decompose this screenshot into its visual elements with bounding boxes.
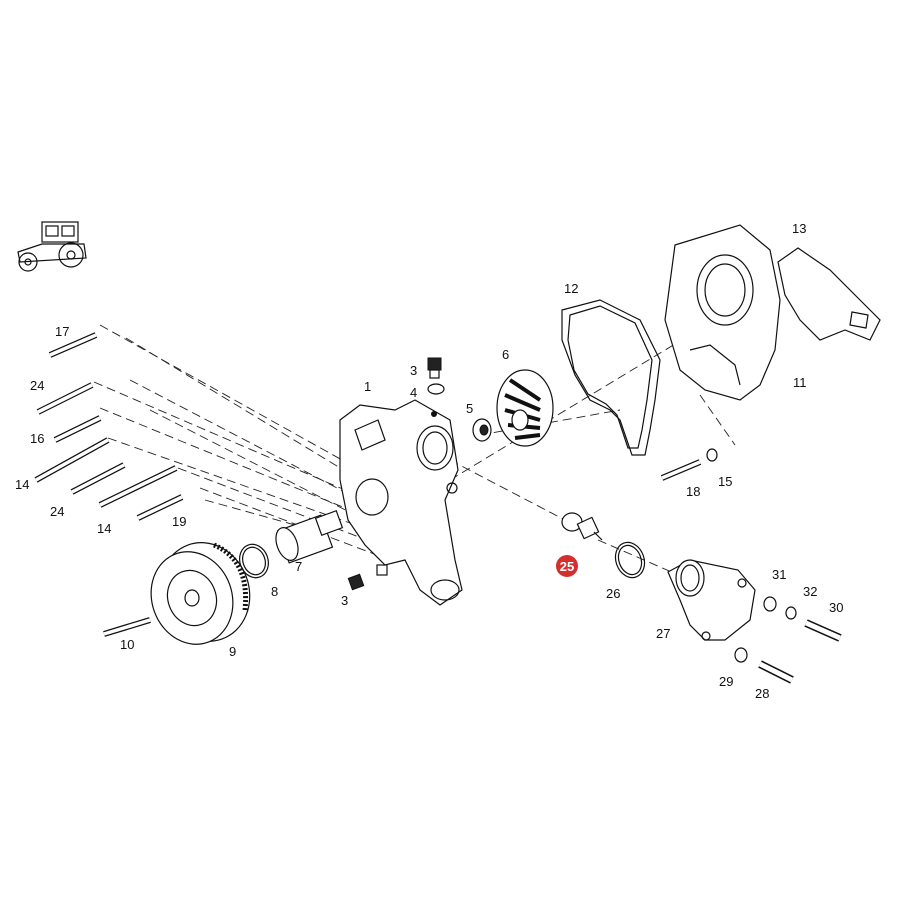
bolt-17	[48, 332, 98, 358]
washer-32	[785, 606, 797, 620]
shaft-7	[275, 510, 344, 564]
label-17: 17	[55, 324, 69, 339]
washer-29	[734, 647, 748, 663]
label-13: 13	[792, 221, 806, 236]
label-32: 32	[803, 584, 817, 599]
bolt-14-left	[34, 437, 110, 483]
label-6: 6	[502, 347, 509, 362]
highlight-badge-25: 25	[556, 555, 578, 577]
label-15: 15	[718, 474, 732, 489]
impeller-6	[496, 369, 554, 447]
label-28: 28	[755, 686, 769, 701]
label-1: 1	[364, 379, 371, 394]
label-12: 12	[564, 281, 578, 296]
gasket-12	[561, 299, 661, 456]
tractor-icon	[17, 221, 87, 272]
bolt-14-mid	[98, 465, 178, 508]
washer-31	[763, 596, 777, 612]
label-7: 7	[295, 559, 302, 574]
label-18: 18	[686, 484, 700, 499]
pump-housing-1	[339, 399, 463, 606]
plug-3-bottom	[347, 564, 388, 591]
label-8: 8	[271, 584, 278, 599]
bolt-18	[660, 459, 702, 481]
label-4: 4	[410, 385, 417, 400]
pulley-9	[150, 542, 251, 645]
label-30: 30	[829, 600, 843, 615]
label-31: 31	[772, 567, 786, 582]
bolt-19	[136, 494, 184, 521]
label-19: 19	[172, 514, 186, 529]
seal-5	[472, 418, 492, 442]
o-ring-26	[614, 541, 646, 579]
bolt-28	[758, 660, 794, 684]
label-14-mid: 14	[97, 521, 111, 536]
label-5: 5	[466, 401, 473, 416]
label-10: 10	[120, 637, 134, 652]
label-24-lower: 24	[50, 504, 64, 519]
label-27: 27	[656, 626, 670, 641]
bolt-10	[103, 617, 151, 637]
o-ring-8	[239, 543, 269, 579]
label-14-left: 14	[15, 477, 29, 492]
label-26: 26	[606, 586, 620, 601]
highlight-label: 25	[560, 559, 574, 574]
washer-15	[706, 448, 718, 462]
gasket-13	[777, 247, 881, 341]
label-3-top: 3	[410, 363, 417, 378]
label-24-upper: 24	[30, 378, 44, 393]
bolt-30	[804, 619, 842, 642]
plug-3-top	[427, 357, 442, 379]
label-3-bottom: 3	[341, 593, 348, 608]
label-29: 29	[719, 674, 733, 689]
bolt-16	[53, 415, 102, 443]
label-11: 11	[793, 375, 807, 390]
thermostat-housing-27	[667, 559, 756, 641]
bolt-24-upper	[36, 382, 94, 415]
cover-11	[664, 224, 781, 401]
thermostat-25	[561, 512, 603, 541]
bolt-24-lower	[70, 462, 126, 495]
label-9: 9	[229, 644, 236, 659]
label-16: 16	[30, 431, 44, 446]
washer-4	[427, 383, 445, 395]
